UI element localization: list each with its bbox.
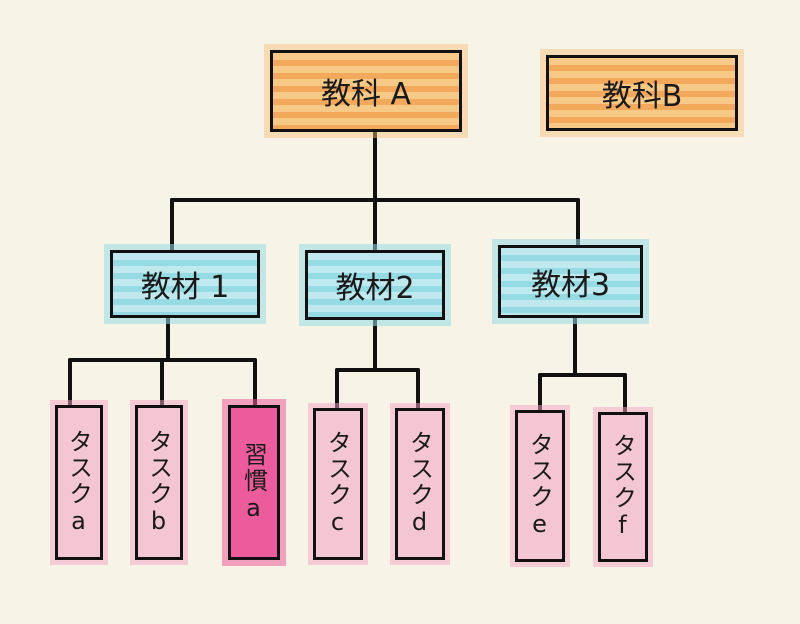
subject-b-box: 教科B [546,55,738,131]
subject-a-label: 教科 A [320,77,412,112]
subject-a-box: 教科 A [270,50,462,132]
material-2-label: 教材2 [335,271,415,306]
task-f-box: タスクf [598,412,648,562]
task-c-label: タスクc [323,430,352,538]
material-1-box: 教材 1 [110,250,260,318]
task-c-box: タスクc [313,408,363,560]
habit-a-box: 習慣a [228,405,280,560]
material-2-box: 教材2 [305,250,445,320]
task-b-box: タスクb [135,405,183,560]
task-e-box: タスクe [515,410,565,562]
subject-b-label: 教科B [601,79,683,114]
material-1-label: 教材 1 [140,270,230,305]
task-d-label: タスクd [405,430,434,538]
task-a-box: タスクa [55,405,103,560]
task-b-label: タスクb [144,428,173,537]
material-3-label: 教材3 [530,267,611,303]
task-f-label: タスクf [608,433,637,541]
task-e-label: タスクe [525,432,554,540]
material-3-box: 教材3 [498,245,643,318]
task-d-box: タスクd [395,408,445,560]
task-a-label: タスクa [64,428,93,537]
habit-a-label: 習慣a [239,441,268,524]
